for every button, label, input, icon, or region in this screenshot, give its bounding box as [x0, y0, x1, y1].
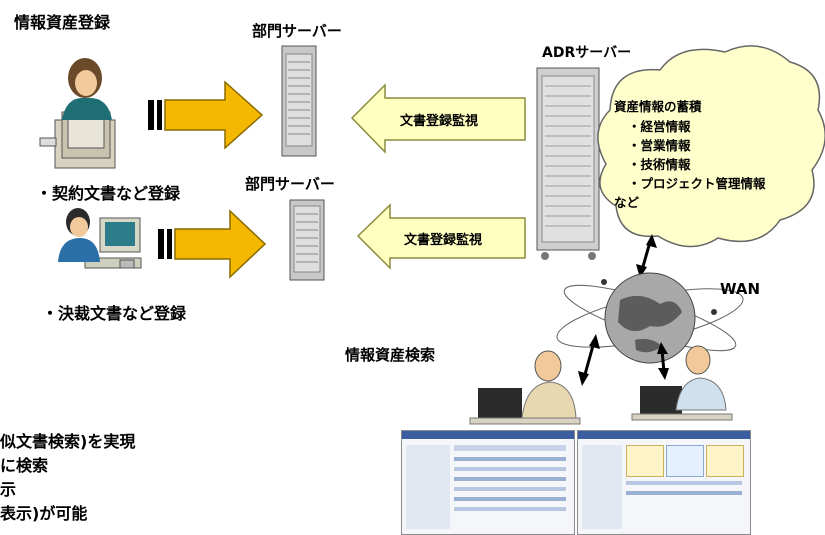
- cloud-shape-icon: [597, 45, 825, 248]
- double-arrow-user1-icon: [578, 334, 600, 386]
- register-contract-label: ・契約文書など登録: [36, 184, 181, 203]
- note-line-2: 示: [0, 480, 17, 499]
- note-line-1: に検索: [0, 456, 49, 475]
- cloud-item-2: ・技術情報: [628, 157, 691, 172]
- cloud-item-0: ・経営情報: [628, 119, 691, 134]
- monitor-bottom-label: 文書登録監視: [404, 233, 483, 248]
- register-approval-label: ・決裁文書など登録: [42, 304, 187, 323]
- search-user-1-icon: [469, 350, 581, 425]
- note-line-0: 似文書検索)を実現: [0, 432, 136, 451]
- dept-server-mid-label: 部門サーバー: [245, 175, 335, 193]
- cloud-footer: など: [614, 195, 640, 210]
- globe-icon: [556, 272, 744, 364]
- note-line-3: 表示)が可能: [0, 504, 88, 523]
- cloud-item-1: ・営業情報: [628, 138, 691, 153]
- person-woman-icon: [39, 58, 116, 169]
- dept-server-top-label: 部門サーバー: [252, 22, 342, 40]
- dept-server-top-icon: [281, 45, 317, 157]
- arrow-register-bottom-icon: [158, 209, 267, 279]
- register-title: 情報資産登録: [14, 13, 111, 32]
- person-man-icon: [58, 208, 142, 269]
- arrow-register-top-icon: [148, 80, 264, 150]
- adr-server-label: ADRサーバー: [542, 45, 632, 61]
- double-arrow-icon: [636, 234, 657, 278]
- monitor-callout-bottom-icon: [356, 203, 526, 270]
- search-title: 情報資産検索: [345, 346, 436, 364]
- cloud-item-3: ・プロジェクト管理情報: [628, 176, 766, 191]
- search-user-2-icon: [631, 345, 733, 421]
- wan-label: WAN: [720, 280, 761, 298]
- dept-server-mid-icon: [289, 199, 325, 281]
- adr-server-icon: [536, 67, 600, 260]
- search-screen-thumbnail-2: [577, 430, 751, 535]
- monitor-callout-top-icon: [350, 83, 526, 154]
- cloud-heading: 資産情報の蓄積: [614, 99, 702, 114]
- search-screen-thumbnail-1: [401, 430, 575, 535]
- double-arrow-user2-icon: [657, 342, 669, 380]
- monitor-top-label: 文書登録監視: [400, 114, 479, 129]
